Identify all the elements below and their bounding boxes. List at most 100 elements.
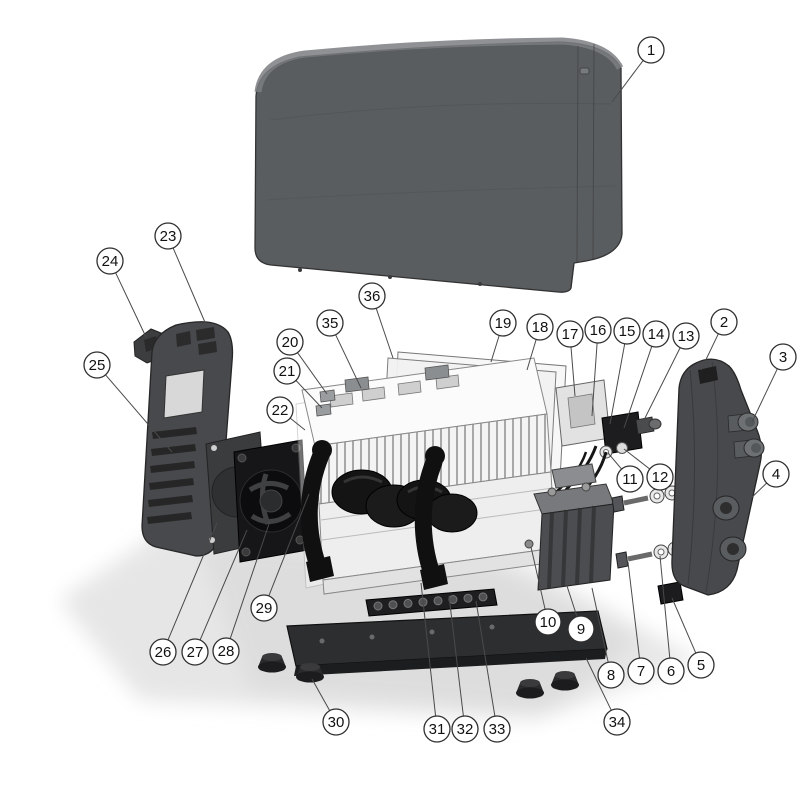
callout-circle-35 (316, 309, 344, 337)
callout-circle-17 (556, 320, 584, 348)
callout-15: 15 (613, 317, 641, 345)
callout-number-33: 33 (489, 721, 506, 738)
rubber-foot (258, 653, 286, 673)
leader-line-8 (591, 587, 609, 663)
callout-circle-22 (266, 396, 294, 424)
callout-number-24: 24 (102, 253, 119, 270)
leader-line-27 (199, 529, 248, 641)
leader-line-35 (335, 334, 362, 389)
leader-line-4 (743, 482, 768, 506)
base-plate (286, 610, 608, 676)
vent-slot (152, 427, 197, 439)
callout-number-30: 30 (328, 714, 345, 731)
callout-number-14: 14 (648, 326, 665, 343)
callout-number-16: 16 (590, 322, 607, 339)
callout-circle-8 (597, 661, 625, 689)
fan-screw (211, 445, 217, 451)
transformer-bolt (547, 487, 557, 497)
callout-circle-21 (273, 357, 301, 385)
callout-circle-33 (483, 715, 511, 743)
terminal-strip (365, 588, 498, 617)
leader-line-25 (105, 374, 173, 453)
callout-number-21: 21 (279, 363, 296, 380)
callout-circle-4 (762, 460, 790, 488)
callout-26: 26 (149, 638, 177, 666)
leader-line-17 (570, 346, 576, 397)
rubber-clip (657, 581, 684, 605)
rubber-foot (516, 679, 544, 699)
callout-25: 25 (83, 351, 111, 379)
right-side-panel (671, 358, 765, 596)
callout-1: 1 (637, 36, 665, 64)
callout-28: 28 (212, 637, 240, 665)
callout-number-32: 32 (457, 721, 474, 738)
callout-31: 31 (423, 715, 451, 743)
callout-circle-31 (423, 715, 451, 743)
leader-line-14 (623, 346, 653, 429)
callout-32: 32 (451, 715, 479, 743)
callout-13: 13 (672, 322, 700, 350)
power-switch (601, 411, 643, 455)
leader-line-9 (565, 582, 578, 617)
callout-circle-7 (627, 657, 655, 685)
callout-circle-30 (322, 708, 350, 736)
callout-23: 23 (154, 222, 182, 250)
callout-circle-27 (181, 638, 209, 666)
callout-9: 9 (567, 615, 595, 643)
callout-circle-26 (149, 638, 177, 666)
leader-line-31 (420, 582, 437, 717)
callout-number-31: 31 (429, 721, 446, 738)
pcb-relay (344, 376, 370, 393)
callout-number-34: 34 (609, 714, 626, 731)
callout-14: 14 (642, 320, 670, 348)
callout-5: 5 (687, 651, 715, 679)
callout-6: 6 (657, 657, 685, 685)
callout-number-15: 15 (619, 323, 636, 340)
callout-number-28: 28 (218, 643, 235, 660)
callout-number-1: 1 (647, 42, 655, 59)
leader-line-30 (311, 678, 331, 711)
callout-27: 27 (181, 638, 209, 666)
cover-screw-slot (579, 67, 590, 75)
callout-number-2: 2 (720, 314, 728, 331)
callout-7: 7 (627, 657, 655, 685)
callout-number-19: 19 (495, 315, 512, 332)
callout-circle-19 (489, 309, 517, 337)
leader-line-10 (530, 546, 546, 610)
callout-number-10: 10 (540, 614, 557, 631)
callout-3: 3 (769, 343, 797, 371)
callout-17: 17 (556, 320, 584, 348)
callout-number-3: 3 (779, 349, 787, 366)
leader-line-11 (607, 452, 622, 470)
leader-line-6 (659, 555, 671, 659)
fan-assembly (205, 431, 309, 563)
callout-circle-15 (613, 317, 641, 345)
callout-number-6: 6 (667, 663, 675, 680)
leader-line-3 (751, 368, 778, 423)
callout-number-8: 8 (607, 667, 615, 684)
callout-circle-18 (526, 313, 554, 341)
callout-11: 11 (616, 465, 644, 493)
callout-number-13: 13 (678, 328, 695, 345)
callout-number-29: 29 (256, 600, 273, 617)
callout-circle-6 (657, 657, 685, 685)
callout-34: 34 (603, 708, 631, 736)
callout-number-18: 18 (532, 319, 549, 336)
leader-line-23 (172, 247, 208, 328)
callout-number-25: 25 (89, 357, 106, 374)
panel-opening (163, 369, 205, 419)
chassis-screw (524, 539, 534, 549)
leader-line-2 (700, 333, 719, 371)
callout-circle-2 (710, 308, 738, 336)
callout-number-35: 35 (322, 315, 339, 332)
callout-circle-12 (646, 463, 674, 491)
leader-line-18 (526, 339, 537, 371)
transformer-bolt (581, 482, 591, 492)
callout-circle-5 (687, 651, 715, 679)
rubber-foot (551, 671, 579, 691)
leader-line-12 (623, 448, 651, 470)
callout-circle-11 (616, 465, 644, 493)
leader-line-28 (229, 520, 271, 639)
